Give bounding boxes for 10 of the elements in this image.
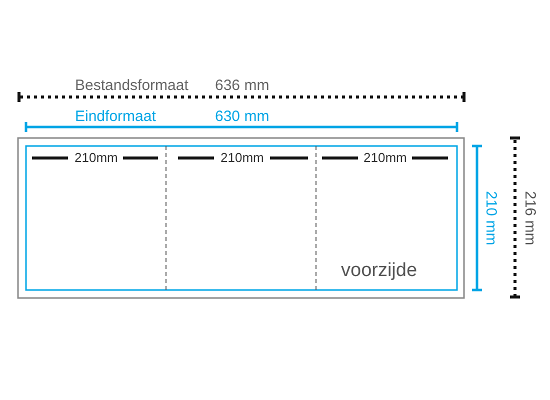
- dimension-value: 210mm: [364, 151, 407, 164]
- dimension-value: 216 mm: [522, 191, 538, 246]
- dimension-value: 210mm: [220, 151, 264, 164]
- dimension-value: 210mm: [74, 151, 118, 164]
- dimension-value: 636 mm: [215, 78, 270, 93]
- side-label: voorzijde: [341, 261, 418, 280]
- dimension-label: Bestandsformaat: [75, 78, 188, 93]
- dimension-value: 630 mm: [215, 109, 270, 124]
- dimension-label: Eindformaat: [75, 109, 156, 124]
- dimension-value: 210 mm: [484, 191, 498, 246]
